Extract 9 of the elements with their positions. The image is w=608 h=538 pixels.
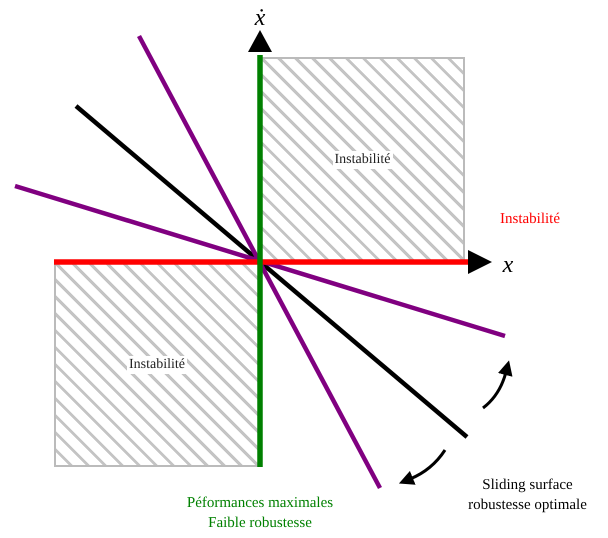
region-label: Instabilité bbox=[127, 356, 187, 374]
region-label: Instabilité bbox=[332, 150, 392, 168]
axis-label: x bbox=[501, 251, 514, 280]
axis-label: ẋ bbox=[254, 4, 266, 33]
hatched-region bbox=[54, 262, 260, 467]
line-annotation: Péformances maximales Faible robustesse bbox=[186, 494, 334, 534]
region-note: Instabilité bbox=[499, 210, 561, 229]
line-annotation: Sliding surface robustesse optimale bbox=[467, 476, 588, 516]
hatched-region bbox=[260, 57, 465, 262]
